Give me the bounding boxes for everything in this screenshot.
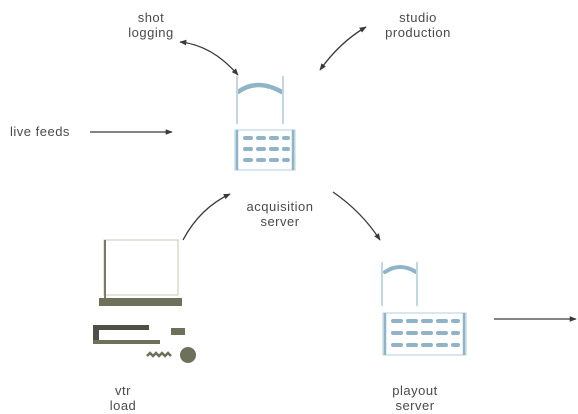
studio-production-label-line2: production [385, 25, 451, 40]
acquisition-to-playout-arrow [332, 191, 381, 241]
vtr-load-label-line1: vtr [115, 383, 131, 398]
acquisition-server-label-line2: server [260, 214, 300, 229]
playout-server-label-line1: playout [392, 383, 438, 398]
vtr-deck-icon [93, 239, 196, 363]
live-feeds-label: live feeds [10, 124, 90, 139]
vtr-to-acquisition-arrow [182, 193, 231, 241]
playout-server-label: playout server [380, 383, 450, 413]
acquisition-server-label: acquisition server [232, 199, 328, 229]
shot-logging-label: shot logging [121, 10, 181, 40]
acquisition-server-icon [234, 76, 296, 171]
shot-logging-arrow [179, 39, 239, 76]
studio-production-arrow [319, 26, 367, 71]
shot-logging-label-line2: logging [128, 25, 174, 40]
vtr-load-label-line2: load [109, 398, 137, 413]
shot-logging-label-line1: shot [137, 10, 165, 25]
playout-server-icon [381, 262, 467, 356]
live-feeds-label-text: live feeds [10, 124, 70, 139]
vtr-load-label: vtr load [98, 383, 148, 413]
playout-server-label-line2: server [395, 398, 435, 413]
studio-production-label-line1: studio [399, 10, 437, 25]
studio-production-label: studio production [370, 10, 466, 40]
acquisition-server-label-line1: acquisition [246, 199, 314, 214]
